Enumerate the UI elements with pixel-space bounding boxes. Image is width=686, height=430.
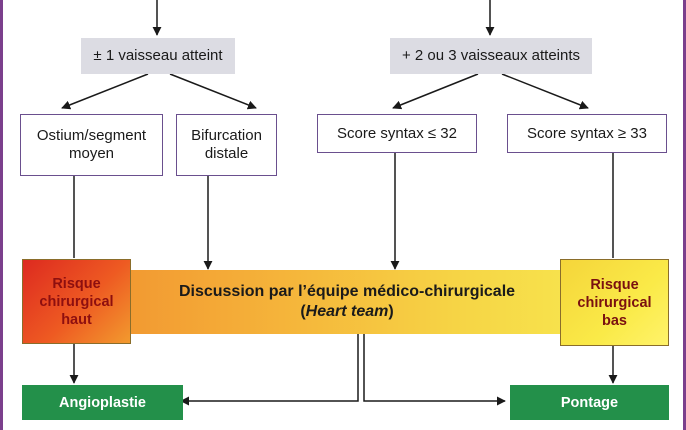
arrow-discussion-to-angioplastie	[180, 334, 359, 406]
ostium-label-line2: moyen	[68, 145, 115, 162]
risk-high-line1: Risque	[52, 275, 101, 292]
syntax-low-label: Score syntax ≤ 32	[337, 124, 457, 142]
pontage-box: Pontage	[510, 385, 669, 420]
syntax-low-box: Score syntax ≤ 32	[317, 114, 477, 153]
arrow-to-bifurcation	[169, 73, 257, 110]
heart-team-label: Heart team	[305, 303, 389, 320]
arrow-to-syntax-high	[501, 73, 589, 110]
arrow-to-syntax-low	[392, 73, 479, 110]
discussion-label-line2: (Heart team)	[300, 303, 394, 320]
arrow-discussion-to-pontage	[363, 334, 506, 406]
multi-vessel-label: + 2 ou 3 vaisseaux atteints	[401, 47, 581, 64]
multi-vessel-box: + 2 ou 3 vaisseaux atteints	[390, 38, 592, 74]
risk-high-line3: haut	[61, 311, 92, 328]
one-vessel-label: ± 1 vaisseau atteint	[93, 47, 223, 64]
risk-low-line2: chirurgical	[577, 294, 652, 311]
risk-low-line3: bas	[602, 312, 627, 329]
syntax-high-box: Score syntax ≥ 33	[507, 114, 667, 153]
angioplastie-label: Angioplastie	[58, 394, 146, 411]
bifurcation-box: Bifurcation distale	[176, 114, 277, 176]
angioplastie-box: Angioplastie	[22, 385, 183, 420]
ostium-box: Ostium/segment moyen	[20, 114, 163, 176]
bifurcation-label-line2: distale	[204, 145, 249, 162]
pontage-label: Pontage	[560, 394, 619, 411]
risk-low-box: Risque chirurgical bas	[560, 259, 669, 346]
discussion-label-line1: Discussion par l’équipe médico-chirurgic…	[178, 283, 516, 300]
syntax-high-label: Score syntax ≥ 33	[527, 124, 647, 142]
risk-low-line1: Risque	[590, 276, 639, 293]
bifurcation-label-line1: Bifurcation	[191, 127, 262, 144]
one-vessel-box: ± 1 vaisseau atteint	[81, 38, 235, 74]
risk-high-box: Risque chirurgical haut	[22, 259, 131, 344]
ostium-label-line1: Ostium/segment	[36, 127, 147, 144]
heart-team-discussion-band: Discussion par l’équipe médico-chirurgic…	[131, 270, 563, 334]
risk-high-line2: chirurgical	[39, 293, 114, 310]
arrow-to-ostium	[61, 73, 149, 110]
